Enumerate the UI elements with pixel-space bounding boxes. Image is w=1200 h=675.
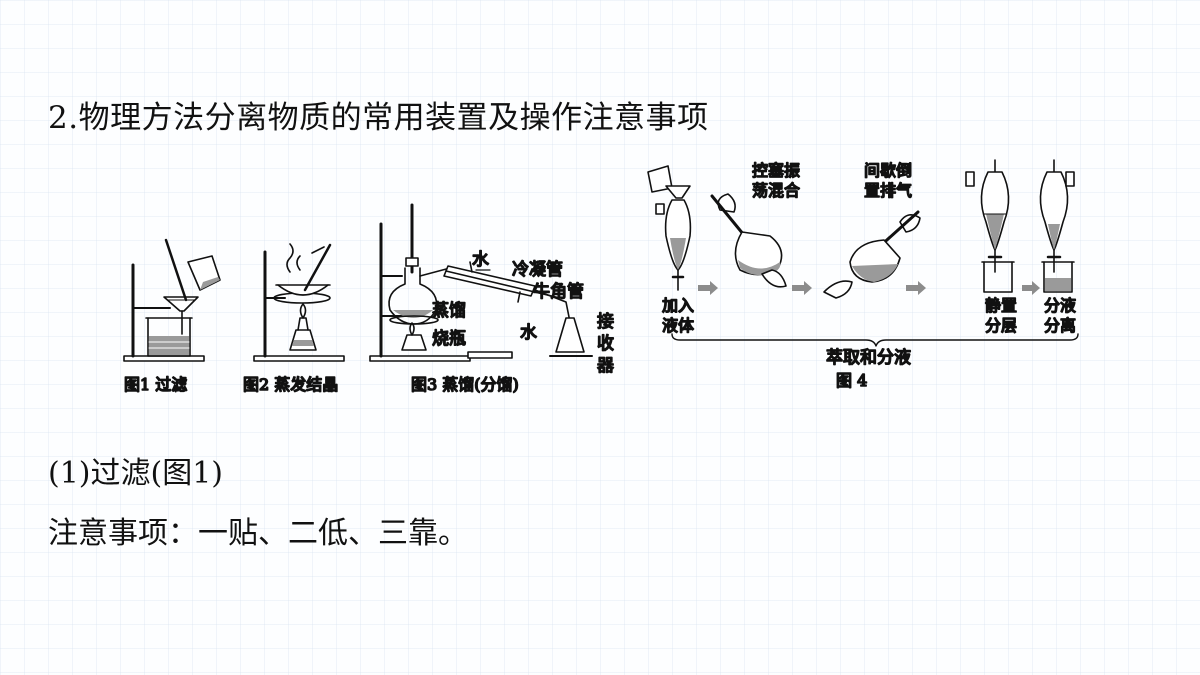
condenser-label: 冷凝管: [512, 260, 563, 280]
flask-label-2: 烧瓶: [432, 329, 466, 349]
distillation-apparatus: [369, 203, 593, 362]
step-add-liquid-2: 液体: [662, 316, 694, 335]
evaporation-apparatus: [253, 243, 345, 362]
step-settle-1: 静置: [985, 296, 1017, 315]
subsection-heading: (1)过滤(图1): [48, 456, 223, 491]
fig2-caption: 图2 蒸发结晶: [243, 375, 338, 394]
step-separate-2: 分离: [1044, 316, 1076, 335]
receiver-label-3: 器: [597, 356, 614, 376]
receiver-label-2: 收: [597, 334, 614, 354]
step-shake-1: 控塞振: [752, 161, 800, 180]
section-title: 2.物理方法分离物质的常用装置及操作注意事项: [48, 100, 709, 136]
extraction-apparatus: [647, 159, 1079, 347]
receiver-label-1: 接: [597, 312, 614, 332]
filtration-apparatus: [123, 238, 221, 362]
step-separate-1: 分液: [1044, 296, 1076, 315]
fig3-caption: 图3 蒸馏(分馏): [411, 375, 519, 394]
flask-label-1: 蒸馏: [432, 301, 466, 321]
step-settle-2: 分层: [985, 316, 1017, 335]
water-out-label: 水: [520, 323, 537, 343]
step-shake-2: 荡混合: [752, 181, 800, 200]
note-text: 注意事项：一贴、二低、三靠。: [48, 516, 468, 551]
adapter-label: 牛角管: [533, 282, 584, 302]
fig1-caption: 图1 过滤: [124, 375, 187, 394]
water-in-label: 水: [472, 250, 489, 270]
step-vent-1: 间歇倒: [864, 161, 912, 180]
fig4-caption: 图 4: [836, 371, 867, 390]
step-vent-2: 置排气: [864, 181, 912, 200]
step-add-liquid-1: 加入: [662, 296, 694, 315]
fig4-group-label: 萃取和分液: [826, 348, 911, 368]
